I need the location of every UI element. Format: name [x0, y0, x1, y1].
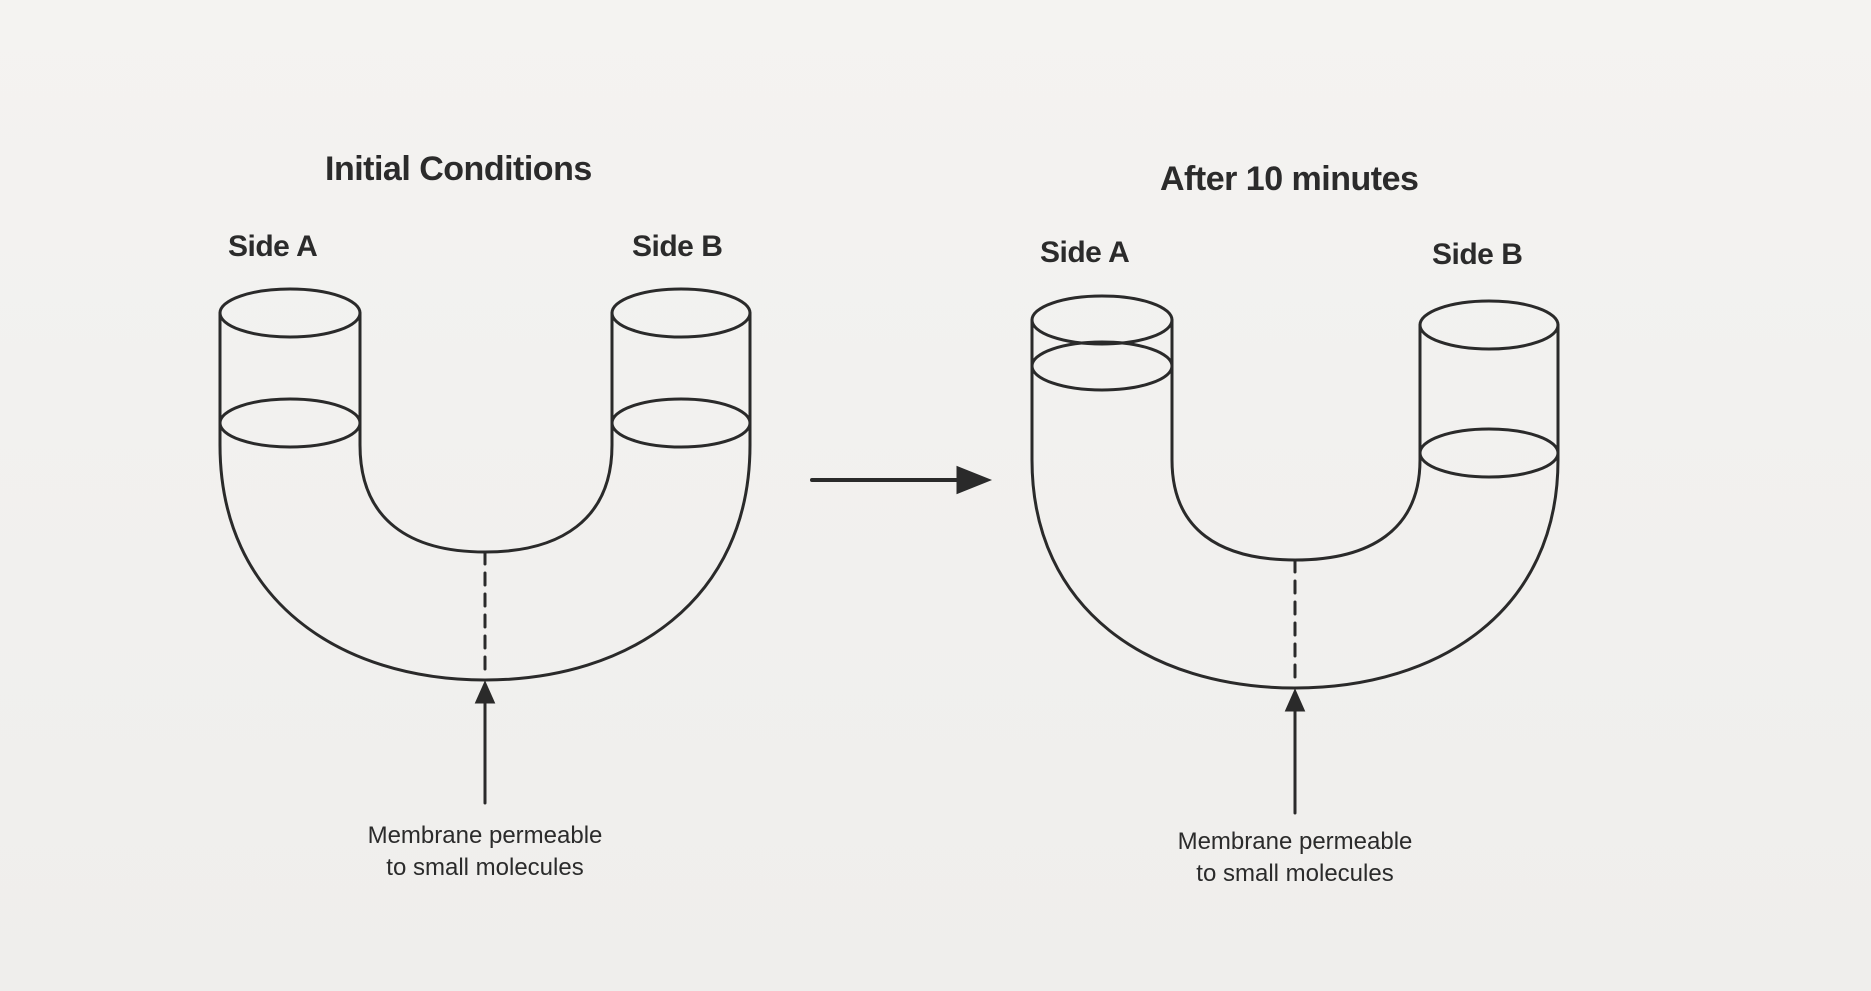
right-side-b-fluid-level	[1418, 427, 1560, 479]
right-panel-title: After 10 minutes	[1160, 160, 1419, 198]
right-tube-outer-wall	[1030, 318, 1560, 690]
right-u-tube	[1030, 294, 1560, 815]
left-membrane-pointer-arrowhead	[474, 680, 496, 704]
right-membrane-caption: Membrane permeable to small molecules	[1115, 826, 1475, 890]
right-tube-inner-wall	[1170, 318, 1422, 562]
process-arrow	[810, 465, 993, 495]
left-panel-title: Initial Conditions	[325, 150, 592, 188]
left-tube-outer-wall	[218, 311, 752, 682]
left-side-b-opening	[610, 287, 752, 339]
right-side-a-label: Side A	[1040, 236, 1130, 269]
left-side-a-opening	[218, 287, 362, 339]
left-tube-inner-wall	[358, 311, 614, 554]
left-membrane-caption: Membrane permeable to small molecules	[305, 820, 665, 884]
right-membrane-caption-line2: to small molecules	[1196, 860, 1394, 887]
left-side-b-fluid-level	[610, 397, 752, 449]
right-membrane-caption-line1: Membrane permeable	[1177, 828, 1413, 855]
right-membrane-pointer-arrowhead	[1284, 688, 1306, 712]
left-side-a-label: Side A	[228, 230, 318, 263]
left-side-a-fluid-level	[218, 397, 362, 449]
right-side-a-fluid-level	[1030, 340, 1174, 392]
right-side-b-opening	[1418, 299, 1560, 351]
left-membrane-caption-line2: to small molecules	[386, 854, 584, 881]
left-u-tube	[218, 287, 752, 805]
left-side-b-label: Side B	[632, 230, 723, 263]
left-membrane-caption-line1: Membrane permeable	[367, 822, 603, 849]
right-side-a-opening	[1030, 294, 1174, 346]
right-side-b-label: Side B	[1432, 238, 1523, 271]
